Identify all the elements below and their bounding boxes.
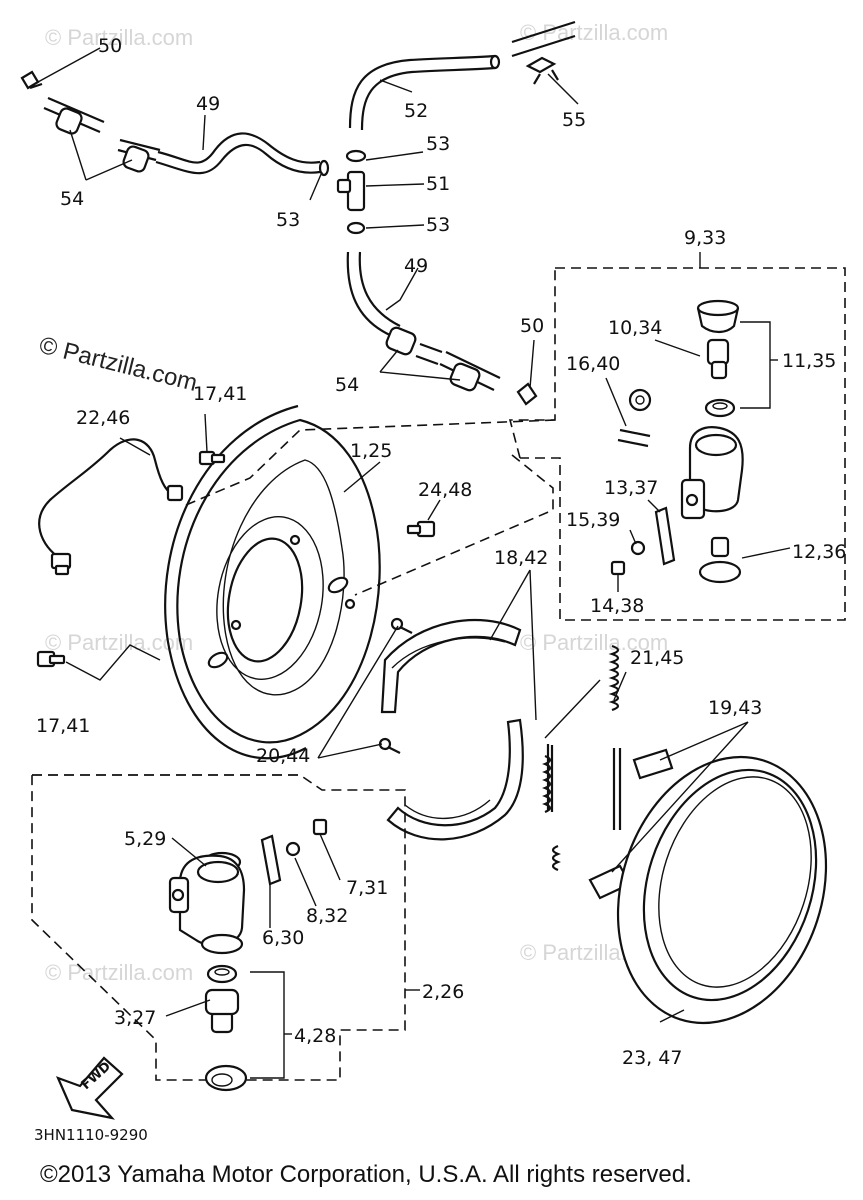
callout-21-45: 21,45: [630, 647, 684, 669]
drum-seal-23: [616, 755, 828, 1025]
callout-49: 49: [196, 93, 220, 115]
watermark: © Partzilla.com: [45, 25, 193, 50]
callout-17-41: 17,41: [193, 383, 247, 405]
adjuster-clip-19: [588, 748, 674, 900]
callout-53: 53: [276, 209, 300, 231]
callouts: 50 49 54 53 52 55 53 51 53 49 54 50 9,33…: [36, 35, 846, 1069]
callout-7-31: 7,31: [346, 877, 388, 899]
watermark: © Partzilla.com: [45, 630, 193, 655]
callout-13-37: 13,37: [604, 477, 658, 499]
wheel-cylinder-box-lower: [31, 774, 406, 1092]
callout-17-41: 17,41: [36, 715, 90, 737]
callout-24-48: 24,48: [418, 479, 472, 501]
fwd-arrow-icon: FWD: [55, 1056, 124, 1120]
callout-10-34: 10,34: [608, 317, 662, 339]
hose-assembly-right: [346, 251, 538, 406]
callout-22-46: 22,46: [76, 407, 130, 429]
callout-8-32: 8,32: [306, 905, 348, 927]
watermark: © Partzilla.com: [520, 630, 668, 655]
callout-12-36: 12,36: [792, 541, 846, 563]
callout-51: 51: [426, 173, 450, 195]
callout-4-28: 4,28: [294, 1025, 336, 1047]
callout-55: 55: [562, 109, 586, 131]
callout-54: 54: [335, 374, 359, 396]
callout-49: 49: [404, 255, 428, 277]
callout-3-27: 3,27: [114, 1007, 156, 1029]
callout-50: 50: [98, 35, 122, 57]
callout-14-38: 14,38: [590, 595, 644, 617]
callout-1-25: 1,25: [350, 440, 392, 462]
tee-fitting-51: [336, 149, 367, 235]
watermark: © Partzilla.com: [45, 960, 193, 985]
callout-19-43: 19,43: [708, 697, 762, 719]
callout-52: 52: [404, 100, 428, 122]
watermark-main: © Partzilla.com: [37, 332, 200, 397]
callout-6-30: 6,30: [262, 927, 304, 949]
return-springs-21: [542, 644, 622, 872]
callout-20-44: 20,44: [256, 745, 310, 767]
leader-lines: [37, 47, 791, 1079]
callout-16-40: 16,40: [566, 353, 620, 375]
callout-23-47: 23, 47: [622, 1047, 682, 1069]
hose-assembly-left: [20, 70, 330, 177]
bolt-17: [36, 450, 226, 668]
hose-52: [348, 20, 576, 131]
diagram-code: 3HN1110-9290: [34, 1126, 148, 1144]
brake-backing-plate: [164, 404, 381, 760]
callout-53: 53: [426, 133, 450, 155]
callout-11-35: 11,35: [782, 350, 836, 372]
brake-line-22: [38, 438, 184, 576]
callout-2-26: 2,26: [422, 981, 464, 1003]
callout-5-29: 5,29: [124, 828, 166, 850]
wheel-cylinder-box-upper: [185, 267, 846, 621]
callout-54: 54: [60, 188, 84, 210]
callout-50: 50: [520, 315, 544, 337]
copyright-notice: ©2013 Yamaha Motor Corporation, U.S.A. A…: [40, 1161, 692, 1188]
bolt-24: [406, 520, 436, 538]
brake-shoes: [380, 618, 524, 841]
callout-15-39: 15,39: [566, 509, 620, 531]
callout-18-42: 18,42: [494, 547, 548, 569]
callout-53: 53: [426, 214, 450, 236]
callout-9-33: 9,33: [684, 227, 726, 249]
